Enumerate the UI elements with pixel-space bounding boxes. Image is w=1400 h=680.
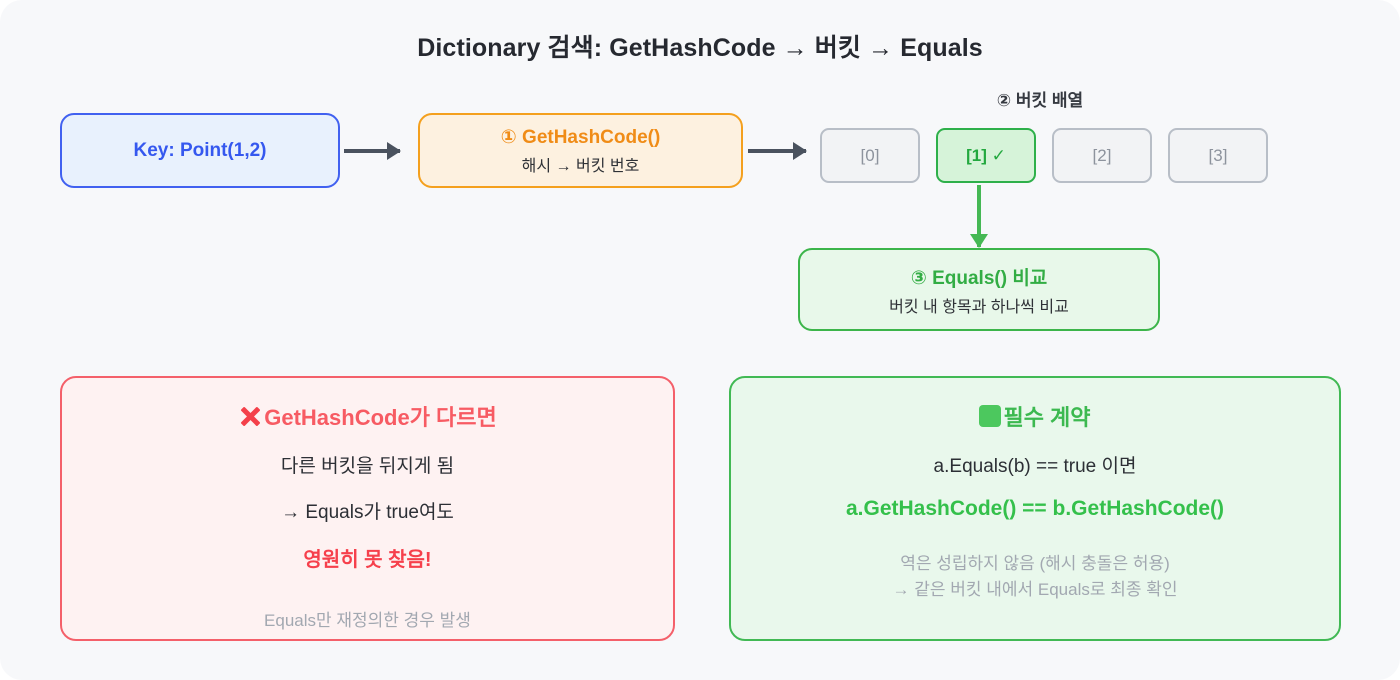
page-title: Dictionary 검색: GetHashCode → 버킷 → Equals xyxy=(417,34,983,62)
bucket-item-3: [3] xyxy=(1168,128,1268,183)
warning-panel-title: GetHashCode가 다르면 xyxy=(238,400,497,432)
contract-line-1: a.Equals(b) == true 이면 xyxy=(933,456,1137,477)
warning-line-2: → Equals가 true여도 xyxy=(281,502,454,523)
green-square-icon xyxy=(979,405,1002,427)
warning-line-3: 영원히 못 찾음! xyxy=(303,549,432,571)
bucket-item-1-selected: [1] ✓ xyxy=(936,128,1036,183)
equals-compare-node: ③ Equals() 비교 버킷 내 항목과 하나씩 비교 xyxy=(798,248,1160,331)
arrow-bucket-to-equals xyxy=(970,185,988,248)
warning-line-1: 다른 버킷을 뒤지게 됨 xyxy=(280,456,455,477)
equals-compare-subtitle: 버킷 내 항목과 하나씩 비교 xyxy=(889,298,1069,316)
contract-panel-footer: 역은 성립하지 않음 (해시 충돌은 허용) → 같은 버킷 내에서 Equal… xyxy=(893,551,1178,604)
contract-footer-line-1: 역은 성립하지 않음 (해시 충돌은 허용) xyxy=(900,554,1170,573)
cross-mark-icon xyxy=(238,404,262,428)
bucket-item-2: [2] xyxy=(1052,128,1152,183)
contract-panel-title-text: 필수 계약 xyxy=(1003,405,1091,430)
contract-footer-line-2: → 같은 버킷 내에서 Equals로 최종 확인 xyxy=(892,580,1178,600)
gethashcode-node: ① GetHashCode() 해시 → 버킷 번호 xyxy=(418,113,743,188)
contract-panel-title: 필수 계약 xyxy=(979,400,1091,432)
contract-line-2: a.GetHashCode() == b.GetHashCode() xyxy=(845,497,1225,520)
gethashcode-node-title: ① GetHashCode() xyxy=(500,126,661,148)
contract-panel: 필수 계약 a.Equals(b) == true 이면 a.GetHashCo… xyxy=(729,376,1341,641)
bucket-array-label: ② 버킷 배열 xyxy=(996,91,1084,110)
bucket-array: [0] [1] ✓ [2] [3] xyxy=(820,128,1268,183)
bucket-item-0: [0] xyxy=(820,128,920,183)
key-node-label: Key: Point(1,2) xyxy=(133,139,267,161)
key-node: Key: Point(1,2) xyxy=(60,113,340,188)
warning-panel-footer: Equals만 재정의한 경우 발생 xyxy=(264,611,471,630)
warning-panel: GetHashCode가 다르면 다른 버킷을 뒤지게 됨 → Equals가 … xyxy=(60,376,675,641)
arrow-key-to-hash xyxy=(344,142,401,160)
warning-panel-title-text: GetHashCode가 다르면 xyxy=(264,405,497,430)
gethashcode-node-subtitle: 해시 → 버킷 번호 xyxy=(521,157,640,175)
arrow-hash-to-buckets xyxy=(748,142,807,160)
equals-compare-title: ③ Equals() 비교 xyxy=(910,267,1048,289)
